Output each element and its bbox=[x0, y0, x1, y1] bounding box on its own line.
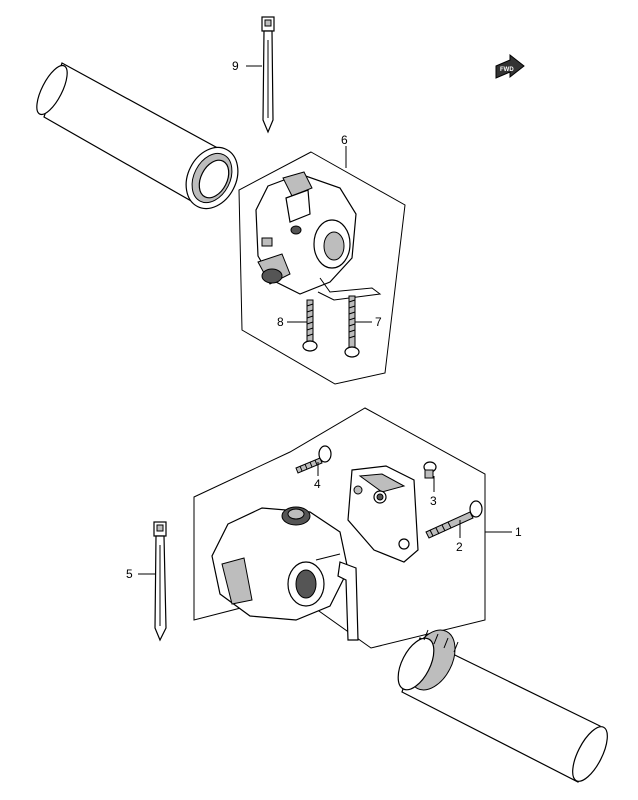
fwd-arrow-icon: FWD bbox=[495, 53, 525, 79]
callout-8: 8 bbox=[277, 315, 284, 329]
right-switch-housing bbox=[211, 506, 359, 641]
left-switch-housing bbox=[255, 171, 382, 301]
cable-tie-5 bbox=[153, 521, 167, 642]
fwd-label: FWD bbox=[500, 67, 514, 73]
callout-9: 9 bbox=[232, 59, 239, 73]
callout-4: 4 bbox=[314, 477, 321, 491]
callout-1: 1 bbox=[515, 525, 522, 539]
right-switch-bracket bbox=[347, 465, 419, 563]
right-throttle-grip bbox=[397, 629, 608, 783]
callout-2: 2 bbox=[456, 540, 463, 554]
callout-7: 7 bbox=[375, 315, 382, 329]
screw-7 bbox=[344, 295, 360, 358]
screw-8 bbox=[302, 299, 318, 352]
left-handlebar-grip bbox=[36, 62, 239, 210]
screw-3 bbox=[423, 461, 437, 479]
screw-4 bbox=[295, 445, 332, 474]
callout-6: 6 bbox=[341, 133, 348, 147]
callout-5: 5 bbox=[126, 567, 133, 581]
cable-tie-9 bbox=[261, 16, 275, 134]
screw-2 bbox=[425, 500, 483, 539]
callout-3: 3 bbox=[430, 494, 437, 508]
left-switch-assembly-box bbox=[238, 151, 406, 385]
